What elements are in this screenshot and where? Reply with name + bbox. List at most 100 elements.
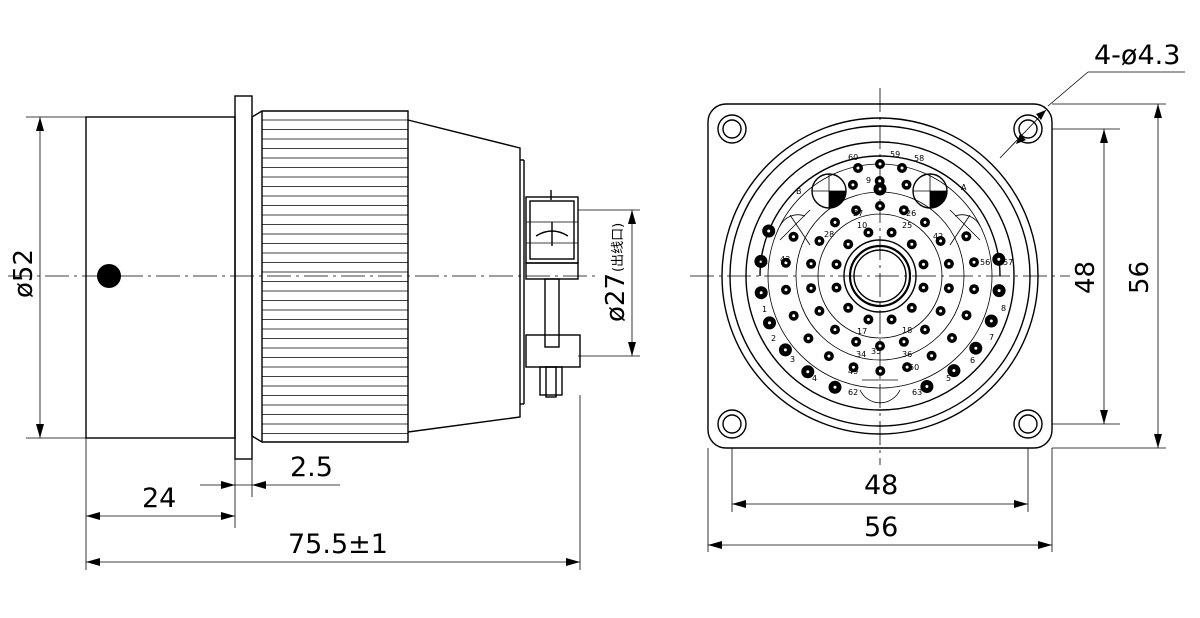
contact-pin-center [974,346,978,350]
contact-pin-center [768,321,771,325]
contact-pin-center [866,318,870,321]
pin-label: 50 [909,363,919,372]
pin-label: 1 [762,305,767,314]
contact-pin-center [784,261,788,265]
mount-hole-bl [717,409,747,439]
hole-spacing-v-label: 48 [1071,261,1101,294]
pin-label: 7 [989,333,994,342]
contact-pin-center [910,306,914,310]
pin-label: 58 [914,154,924,163]
mount-hole-tl [717,114,747,144]
contact-pin-center [902,208,906,212]
contact-pin-center [939,239,943,243]
front-length-label: 24 [142,483,176,514]
contact-pin-center [846,242,850,246]
pin-label: 17 [857,327,867,336]
contact-pin-center [997,257,1001,261]
contact-pin-center [890,318,894,321]
mount-hole-tr [1013,114,1043,144]
contact-pin-center [905,183,908,187]
contact-pin-center [856,166,860,170]
contact-pin-center [972,260,976,264]
pin-label: 2 [771,334,776,343]
contact-pin-center [806,336,810,340]
pin-label: 43 [780,255,790,264]
contact-pin-center [890,231,894,234]
contact-pin-center [759,291,763,295]
pin-label: 36 [902,350,912,359]
pin-label: B [796,187,802,196]
contact-pin-center [792,314,796,318]
hole-spacing-h-label: 48 [864,470,898,501]
key-b [811,173,847,209]
contact-pin-center [833,220,837,224]
contact-pin-center [947,262,951,266]
pin-label: 56 [980,258,990,267]
outlet-note-label: (出线口) [611,223,626,272]
contact-pin-center [905,365,909,369]
contact-pin-center [923,328,927,332]
contact-pin-center [900,166,904,170]
pin-label: 9 [866,176,871,185]
diameter-outlet-label: ø27 [601,273,631,322]
contact-pin-center [851,183,855,187]
overall-length-label: 75.5±1 [288,529,388,560]
contact-pin-center [964,234,968,238]
mount-holes-label: 4-ø4.3 [1094,40,1180,71]
pin-label: 57 [1003,258,1013,267]
pin-label: 59 [890,150,900,159]
pin-label: 62 [848,388,858,397]
pin-label: 6 [970,356,975,365]
contact-pin-center [922,262,925,266]
contact-pin-center [972,287,976,291]
contact-pin-center [878,187,882,191]
contact-pin-center [878,344,882,348]
pin-label: 25 [902,221,912,230]
contact-pin-center [902,340,906,344]
mount-hole-br [1013,409,1043,439]
contact-pin-center [833,385,837,389]
pin-label: 27 [853,209,863,218]
flange-height-label: 56 [1125,261,1155,294]
pin-label: 60 [848,153,858,162]
contact-pin-center [767,229,771,233]
contact-pin-center [784,288,788,292]
contact-pin-center [878,204,882,208]
pin-label: 10 [857,221,867,230]
flange-width-label: 56 [864,512,898,543]
pin-label: 61 [758,257,768,266]
contact-pins [754,159,1006,394]
contact-pin-center [792,235,795,239]
contact-pin-center [817,239,821,243]
contact-pin-center [878,179,882,183]
body-marker-dot [97,264,121,288]
contact-pin-center [827,354,831,358]
pin-label: 63 [912,388,922,397]
pin-label: 42 [933,232,943,241]
contact-pin-center [833,328,837,332]
contact-pin-center [783,348,787,352]
contact-pin-center [989,319,993,323]
key-a [912,173,948,209]
flange-thickness-label: 2.5 [290,452,333,483]
contact-pin-center [817,309,821,313]
contact-pin-center [809,286,813,290]
pin-label: A [961,183,967,192]
pin-label: 5 [946,374,951,383]
pin-label: 34 [856,350,866,359]
contact-pin-center [835,262,838,266]
contact-pin-center [930,354,934,358]
contact-pin-center [866,231,870,234]
contact-pin-center [952,369,956,373]
contact-pin-center [947,286,951,290]
contact-pin-center [939,309,943,313]
contact-pin-center [809,262,813,266]
contact-pin-center [965,313,968,317]
contact-pin-center [835,286,838,290]
pin-label: 8 [1001,304,1006,313]
pin-label: 3 [790,355,795,364]
contact-pin-center [806,370,810,374]
